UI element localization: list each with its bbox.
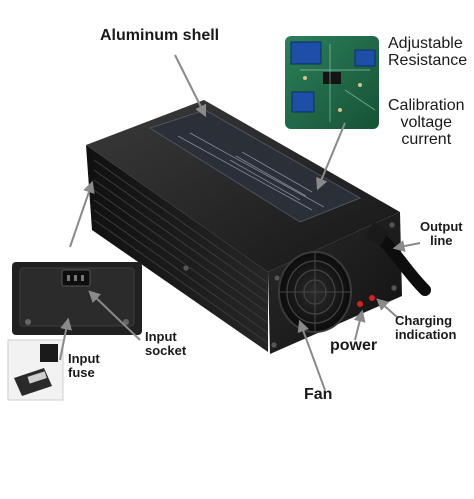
adjustable-resistance-label: Adjustable Resistance	[388, 35, 468, 69]
calibration-label: Calibration voltage current	[388, 97, 465, 148]
fan-label: Fan	[304, 386, 333, 403]
leader-arrows	[59, 54, 421, 391]
input-socket-label: Input socket	[145, 329, 187, 358]
pcb-inset	[285, 36, 379, 129]
charger-body	[86, 100, 431, 354]
power-led	[357, 301, 363, 307]
charging-led	[369, 295, 375, 301]
output-line-label: Output line	[420, 219, 463, 248]
fuse-inset	[7, 339, 64, 401]
power-label: power	[330, 337, 378, 354]
input-fuse-label: Input fuse	[68, 351, 100, 380]
charging-indication-label: Charging indication	[395, 313, 457, 342]
side-ribs	[93, 159, 269, 344]
aluminum-shell-label: Aluminum shell	[100, 27, 220, 44]
fan-grill	[278, 251, 352, 333]
back-panel-inset	[12, 262, 142, 335]
label-panel	[148, 109, 362, 223]
